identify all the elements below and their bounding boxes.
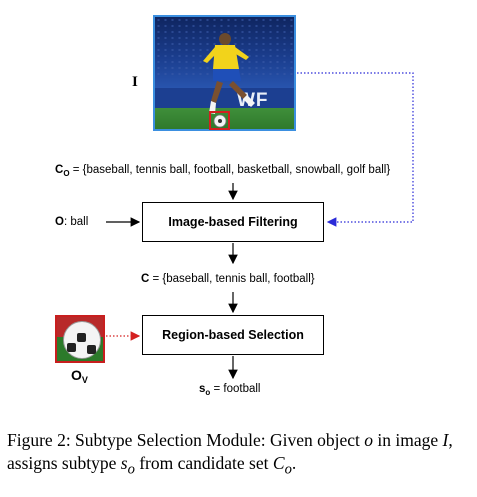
crop-label-subscript: V	[81, 375, 88, 385]
caption-var-o: o	[364, 430, 373, 450]
ball-patch	[77, 333, 86, 342]
ball-bounding-box	[209, 111, 230, 130]
image-label: I	[132, 74, 138, 90]
figure-caption: Figure 2: Subtype Selection Module: Give…	[7, 429, 472, 482]
photo-ad-board	[155, 87, 294, 108]
candidate-set-subscript: O	[63, 169, 70, 178]
output-subscript: o	[205, 388, 211, 397]
object-text: : ball	[63, 216, 89, 228]
player-figure	[203, 33, 255, 128]
filtered-set-line: C = {baseball, tennis ball, football}	[141, 273, 315, 285]
caption-var-s-sub: o	[127, 461, 135, 478]
candidate-set-symbol: C	[55, 164, 64, 176]
caption-end: .	[291, 453, 297, 473]
filtered-set-symbol: C	[141, 273, 150, 285]
output-text: = football	[210, 383, 261, 395]
candidate-set-text: = {baseball, tennis ball, football, bask…	[69, 164, 391, 176]
output-line: so = football	[199, 383, 261, 397]
ball-crop-thumbnail	[55, 315, 105, 363]
caption-mid2: , assigns subtype	[7, 430, 453, 473]
crop-label-symbol: O	[71, 367, 82, 383]
image-based-filtering-box: Image-based Filtering	[142, 202, 324, 242]
candidate-set-line: CO = {baseball, tennis ball, football, b…	[55, 164, 391, 178]
caption-mid3: from candidate set	[134, 453, 273, 473]
object-symbol: O	[55, 216, 64, 228]
soccer-photo: WF	[153, 15, 296, 131]
caption-var-s: s	[120, 453, 128, 473]
crop-label: OV	[71, 367, 88, 385]
object-input-line: O: ball	[55, 216, 88, 228]
caption-prefix: Figure 2: Subtype Selection Module: Give…	[7, 430, 365, 450]
caption-mid1: in image	[373, 430, 443, 450]
filtered-set-text: = {baseball, tennis ball, football}	[149, 273, 315, 285]
ball-patch	[67, 343, 76, 352]
caption-var-C-sub: o	[284, 461, 292, 478]
region-based-selection-box: Region-based Selection	[142, 315, 324, 355]
ball-patch	[87, 345, 96, 354]
caption-var-I: I	[442, 430, 449, 450]
dotted-arrow-image-to-filter	[297, 72, 414, 227]
caption-var-C: C	[272, 453, 285, 473]
output-symbol: s	[199, 383, 206, 395]
